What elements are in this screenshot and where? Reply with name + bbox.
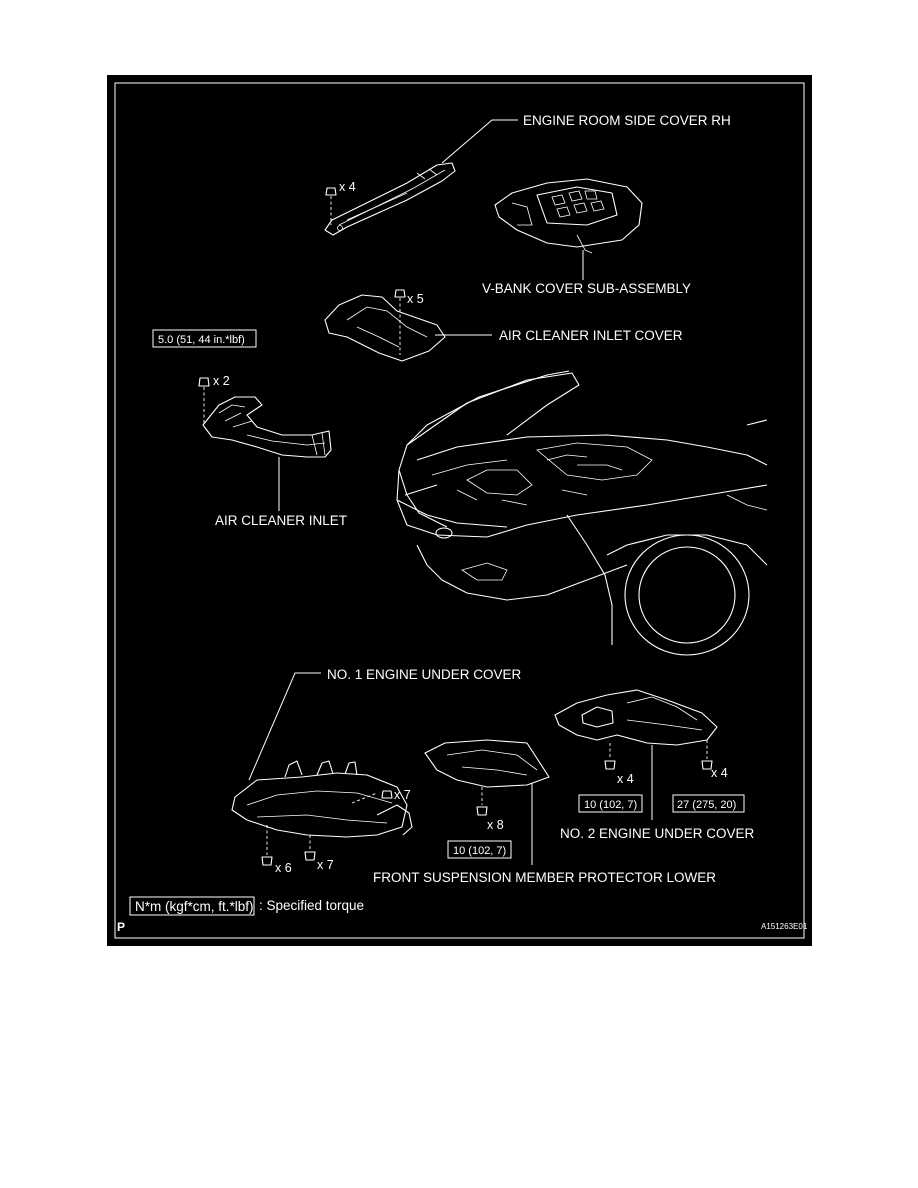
- air-cleaner-inlet-label: AIR CLEANER INLET: [215, 513, 347, 528]
- protector-bolt-qty: x 8: [487, 818, 504, 832]
- protector-bolt: [476, 787, 488, 816]
- under2-bolt-right-qty: x 4: [711, 766, 728, 780]
- diagram-canvas: x 4 ENGINE ROOM SIDE COVER RH V-BANK COV…: [114, 82, 808, 939]
- inlet-torque-value: 5.0 (51, 44 in.*lbf): [158, 334, 245, 346]
- inlet-bolt-qty: x 2: [213, 374, 230, 388]
- under2-bolt-right: [701, 740, 713, 770]
- under1-leader: [248, 672, 321, 781]
- side-cover-bolt: [325, 187, 337, 225]
- engine-room-side-cover-rh-label: ENGINE ROOM SIDE COVER RH: [523, 113, 731, 128]
- under2-right-torque-box: [672, 794, 745, 813]
- under1-bolt-front: [304, 835, 316, 861]
- v-bank-cover-part: [494, 178, 643, 254]
- under2-left-torque-box: [578, 794, 643, 813]
- air-cleaner-inlet-part: [202, 396, 332, 458]
- protector-torque-value: 10 (102, 7): [453, 845, 506, 857]
- legend-units: N*m (kgf*cm, ft.*lbf): [135, 899, 254, 914]
- legend-box: [129, 896, 255, 916]
- under1-bolt-right-qty: x 7: [394, 788, 411, 802]
- inlet-cover-bolt: [394, 289, 406, 355]
- under2-left-torque-value: 10 (102, 7): [584, 799, 637, 811]
- no2-engine-under-cover-part: [554, 689, 718, 746]
- figure-id: A151263E01: [761, 922, 808, 931]
- under1-bolt-left: [261, 825, 273, 866]
- exploded-parts-diagram: x 4 ENGINE ROOM SIDE COVER RH V-BANK COV…: [107, 75, 812, 946]
- no1-engine-under-cover-label: NO. 1 ENGINE UNDER COVER: [327, 667, 522, 682]
- no2-engine-under-cover-label: NO. 2 ENGINE UNDER COVER: [560, 826, 755, 841]
- side-cover-leader: [441, 119, 518, 164]
- inlet-cover-bolt-qty: x 5: [407, 292, 424, 306]
- under2-bolt-left: [604, 743, 616, 770]
- inlet-torque-box: [152, 329, 257, 348]
- vehicle-front-illustration: [396, 370, 768, 656]
- under1-bolt-front-qty: x 7: [317, 858, 334, 872]
- air-cleaner-inlet-cover-label: AIR CLEANER INLET COVER: [499, 328, 683, 343]
- under1-bolt-right: [351, 790, 393, 804]
- legend-text: : Specified torque: [259, 898, 364, 913]
- corner-letter: P: [117, 920, 125, 934]
- under2-right-torque-value: 27 (275, 20): [677, 799, 736, 811]
- under2-bolt-left-qty: x 4: [617, 772, 634, 786]
- inlet-bolt: [198, 377, 210, 423]
- side-cover-bolt-qty: x 4: [339, 180, 356, 194]
- air-cleaner-inlet-cover-part: [324, 294, 446, 362]
- protector-torque-box: [447, 840, 512, 859]
- diagram-frame: [114, 82, 805, 939]
- no1-engine-under-cover-part: [231, 760, 413, 838]
- engine-room-side-cover-rh-part: [324, 162, 456, 236]
- under1-bolt-left-qty: x 6: [275, 861, 292, 875]
- front-suspension-protector-part: [424, 739, 550, 788]
- v-bank-cover-label: V-BANK COVER SUB-ASSEMBLY: [482, 281, 691, 296]
- front-suspension-protector-label: FRONT SUSPENSION MEMBER PROTECTOR LOWER: [373, 870, 716, 885]
